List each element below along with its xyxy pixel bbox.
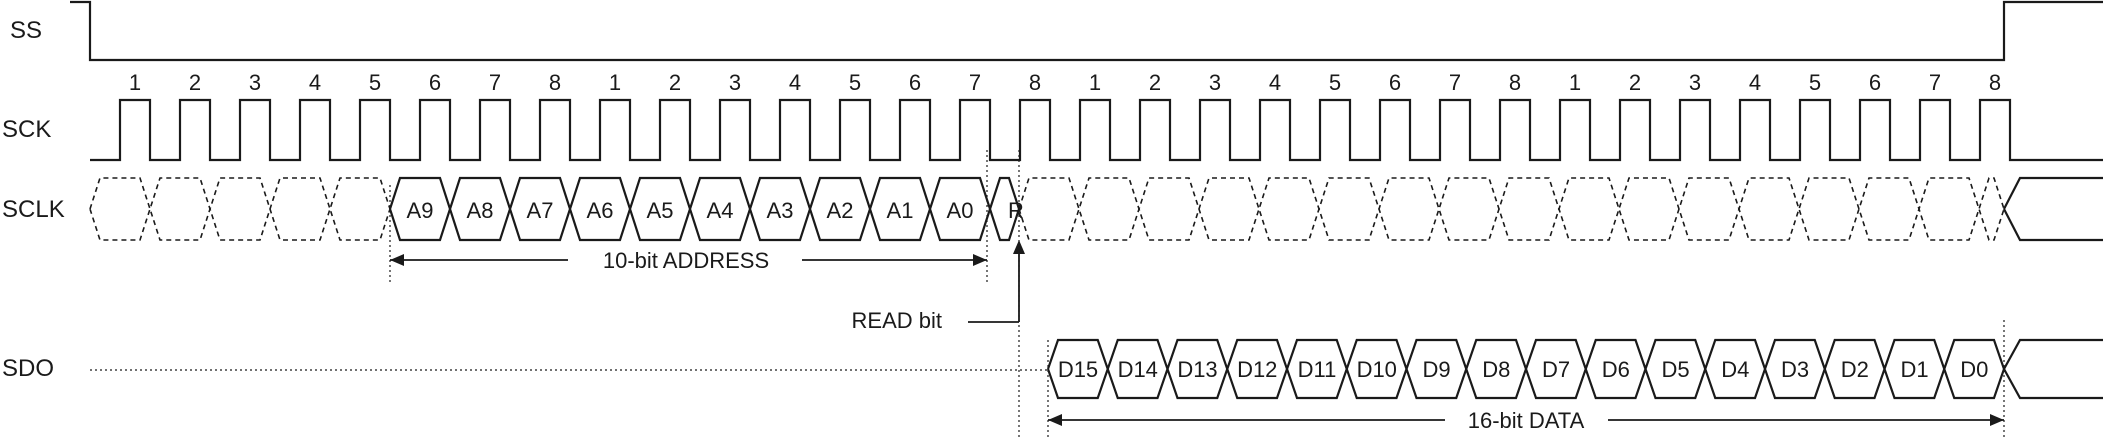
sclk-address-waveform — [388, 176, 1021, 242]
clock-number: 5 — [1809, 70, 1821, 95]
clock-number: 3 — [1689, 70, 1701, 95]
sdo-idle-tail — [2003, 338, 2103, 400]
address-arrowhead-right — [973, 254, 987, 266]
address-bit-label: A8 — [467, 198, 494, 223]
clock-number: 4 — [1269, 70, 1281, 95]
clock-number: 1 — [609, 70, 621, 95]
clock-number: 2 — [1149, 70, 1161, 95]
ss-waveform — [70, 0, 2103, 62]
address-bit-label: A9 — [407, 198, 434, 223]
clock-number: 2 — [189, 70, 201, 95]
data-bit-label: D11 — [1298, 357, 1337, 382]
sdo-data-waveform — [1046, 338, 2006, 400]
data-bit-label: D2 — [1841, 357, 1869, 382]
address-bit-group: A9 A8 A7 A6 A5 A4 A3 A2 A1 A0 — [407, 198, 974, 223]
clock-number: 2 — [1629, 70, 1641, 95]
clock-number: 1 — [1089, 70, 1101, 95]
address-bit-label: A1 — [887, 198, 914, 223]
clock-number: 4 — [309, 70, 321, 95]
clock-number: 5 — [849, 70, 861, 95]
data-bit-label: D7 — [1542, 357, 1570, 382]
clock-number: 3 — [249, 70, 261, 95]
data-arrowhead-left — [1048, 414, 1062, 426]
address-arrowhead-left — [390, 254, 404, 266]
address-bit-label: A0 — [947, 198, 974, 223]
clock-number: 8 — [549, 70, 561, 95]
clock-number: 8 — [1029, 70, 1041, 95]
data-bit-label: D5 — [1661, 357, 1689, 382]
clock-number: 4 — [1749, 70, 1761, 95]
data-arrowhead-right — [1990, 414, 2004, 426]
clock-number: 8 — [1989, 70, 2001, 95]
address-bit-label: A3 — [767, 198, 794, 223]
read-bit-arrowhead — [1013, 240, 1025, 254]
data-bit-label: D3 — [1781, 357, 1809, 382]
sck-waveform — [90, 98, 2103, 162]
clock-number: 3 — [729, 70, 741, 95]
clock-number: 6 — [909, 70, 921, 95]
data-bit-label: D10 — [1357, 357, 1397, 382]
data-bit-label: D9 — [1422, 357, 1450, 382]
signal-label-ss: SS — [10, 17, 42, 44]
sclk-idle-tail — [2003, 176, 2103, 242]
address-annotation: 10-bit ADDRESS — [603, 248, 769, 273]
clock-number: 3 — [1209, 70, 1221, 95]
clock-number: 6 — [1869, 70, 1881, 95]
data-bit-label: D0 — [1960, 357, 1988, 382]
clock-number: 5 — [369, 70, 381, 95]
clock-number: 4 — [789, 70, 801, 95]
clock-number: 7 — [1929, 70, 1941, 95]
read-annotation: READ bit — [852, 308, 942, 333]
clock-number: 7 — [489, 70, 501, 95]
data-bit-label: D1 — [1900, 357, 1928, 382]
clock-number: 1 — [1569, 70, 1581, 95]
clock-number-group: 1 2 3 4 5 6 7 8 1 2 3 4 5 6 7 8 1 2 3 4 5 6 7 8 1 2 3 4 5 6 7 8 — [129, 70, 2001, 95]
data-bit-label: D15 — [1058, 357, 1098, 382]
clock-number: 7 — [969, 70, 981, 95]
sclk-dont-care-waveform — [89, 177, 2005, 241]
address-bit-label: A6 — [587, 198, 614, 223]
address-bit-label: A4 — [707, 198, 734, 223]
data-bit-group: D15 D14 D13 D12 D11 D10 D9 D8 D7 D6 D5 D4 D3 D2 D1 D0 — [1058, 357, 1988, 382]
address-bit-label: A2 — [827, 198, 854, 223]
read-bit-cell-label: R — [1008, 198, 1024, 223]
address-bit-label: A5 — [647, 198, 674, 223]
clock-number: 6 — [1389, 70, 1401, 95]
clock-number: 1 — [129, 70, 141, 95]
address-bit-label: A7 — [527, 198, 554, 223]
data-bit-label: D6 — [1602, 357, 1630, 382]
signal-label-sclk: SCLK — [2, 196, 65, 223]
clock-number: 2 — [669, 70, 681, 95]
data-bit-label: D8 — [1482, 357, 1510, 382]
clock-number: 8 — [1509, 70, 1521, 95]
signal-label-sck: SCK — [2, 116, 51, 143]
clock-number: 7 — [1449, 70, 1461, 95]
data-annotation: 16-bit DATA — [1468, 408, 1585, 433]
data-bit-label: D13 — [1177, 357, 1217, 382]
data-bit-label: D4 — [1721, 357, 1749, 382]
data-bit-label: D12 — [1237, 357, 1277, 382]
clock-number: 6 — [429, 70, 441, 95]
signal-label-sdo: SDO — [2, 355, 54, 382]
clock-number: 5 — [1329, 70, 1341, 95]
data-bit-label: D14 — [1118, 357, 1158, 382]
